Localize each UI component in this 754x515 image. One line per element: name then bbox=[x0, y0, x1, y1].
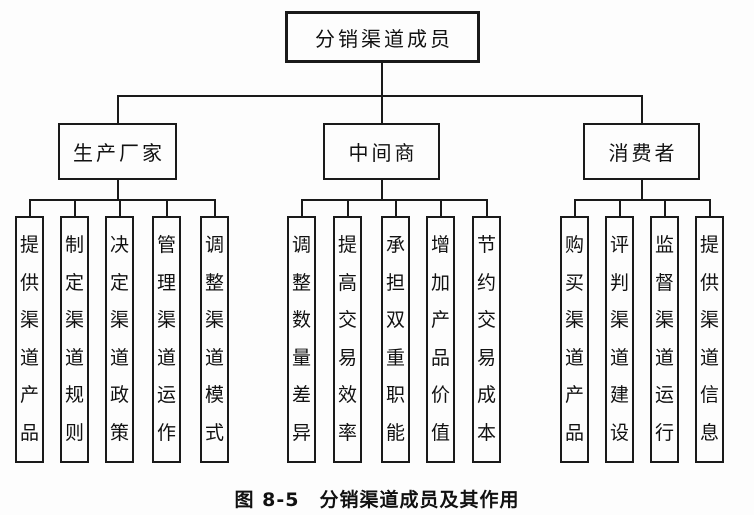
leaf-node-label: 增加产品价值 bbox=[430, 234, 450, 444]
leaf-node-set-channel-rules: 制定渠道规则 bbox=[60, 216, 89, 463]
connector-line bbox=[347, 199, 349, 216]
connector-line bbox=[74, 199, 76, 216]
connector-line bbox=[395, 199, 397, 216]
leaf-node-label: 节约交易成本 bbox=[476, 234, 496, 444]
leaf-node-label: 调整数量差异 bbox=[291, 234, 311, 444]
connector-line bbox=[301, 199, 303, 216]
connector-line bbox=[381, 63, 383, 95]
branch-node-label: 中间商 bbox=[348, 141, 418, 165]
branch-node-label: 生产厂家 bbox=[73, 141, 165, 165]
leaf-node-provide-channel-products: 提供渠道产品 bbox=[15, 216, 44, 463]
connector-line bbox=[166, 199, 168, 216]
connector-line bbox=[664, 199, 666, 216]
leaf-node-label: 提高交易效率 bbox=[337, 234, 357, 444]
connector-line bbox=[574, 199, 576, 216]
leaf-node-judge-channel-building: 评判渠道建设 bbox=[605, 216, 634, 463]
connector-line bbox=[619, 199, 621, 216]
connector-line bbox=[381, 95, 383, 123]
connector-line bbox=[574, 199, 710, 201]
branch-node-intermediary: 中间商 bbox=[323, 123, 440, 180]
branch-node-manufacturer: 生产厂家 bbox=[58, 123, 177, 180]
root-node-label: 分销渠道成员 bbox=[315, 26, 453, 51]
branch-node-label: 消费者 bbox=[608, 141, 678, 165]
branch-node-consumer: 消费者 bbox=[583, 123, 700, 180]
leaf-node-label: 承担双重职能 bbox=[385, 234, 405, 444]
connector-line bbox=[641, 95, 643, 123]
connector-line bbox=[117, 180, 119, 199]
leaf-node-adjust-quantity-gap: 调整数量差异 bbox=[287, 216, 316, 463]
leaf-node-label: 购买渠道产品 bbox=[564, 234, 584, 444]
connector-line bbox=[29, 199, 31, 216]
leaf-node-provide-channel-info: 提供渠道信息 bbox=[695, 216, 724, 463]
connector-line bbox=[119, 199, 121, 216]
leaf-node-label: 提供渠道信息 bbox=[699, 234, 719, 444]
leaf-node-label: 监督渠道运行 bbox=[654, 234, 674, 444]
connector-line bbox=[29, 199, 215, 201]
figure-caption: 图 8-5 分销渠道成员及其作用 bbox=[234, 489, 520, 511]
leaf-node-add-product-value: 增加产品价值 bbox=[426, 216, 455, 463]
connector-line bbox=[117, 95, 642, 97]
leaf-node-label: 提供渠道产品 bbox=[19, 234, 39, 444]
connector-line bbox=[301, 199, 487, 201]
connector-line bbox=[381, 180, 383, 199]
connector-line bbox=[440, 199, 442, 216]
leaf-node-label: 管理渠道运作 bbox=[156, 234, 176, 444]
leaf-node-decide-channel-policy: 决定渠道政策 bbox=[105, 216, 134, 463]
root-node: 分销渠道成员 bbox=[285, 11, 480, 63]
connector-line bbox=[214, 199, 216, 216]
leaf-node-label: 决定渠道政策 bbox=[109, 234, 129, 444]
leaf-node-manage-channel-operation: 管理渠道运作 bbox=[152, 216, 181, 463]
leaf-node-save-transaction-cost: 节约交易成本 bbox=[472, 216, 501, 463]
connector-line bbox=[117, 95, 119, 123]
leaf-node-label: 评判渠道建设 bbox=[609, 234, 629, 444]
leaf-node-label: 调整渠道模式 bbox=[204, 234, 224, 444]
leaf-node-adjust-channel-mode: 调整渠道模式 bbox=[200, 216, 229, 463]
leaf-node-supervise-channel-running: 监督渠道运行 bbox=[650, 216, 679, 463]
leaf-node-dual-functions: 承担双重职能 bbox=[381, 216, 410, 463]
leaf-node-improve-trade-efficiency: 提高交易效率 bbox=[333, 216, 362, 463]
connector-line bbox=[641, 180, 643, 199]
leaf-node-label: 制定渠道规则 bbox=[64, 234, 84, 444]
leaf-node-buy-channel-products: 购买渠道产品 bbox=[560, 216, 589, 463]
connector-line bbox=[709, 199, 711, 216]
connector-line bbox=[486, 199, 488, 216]
